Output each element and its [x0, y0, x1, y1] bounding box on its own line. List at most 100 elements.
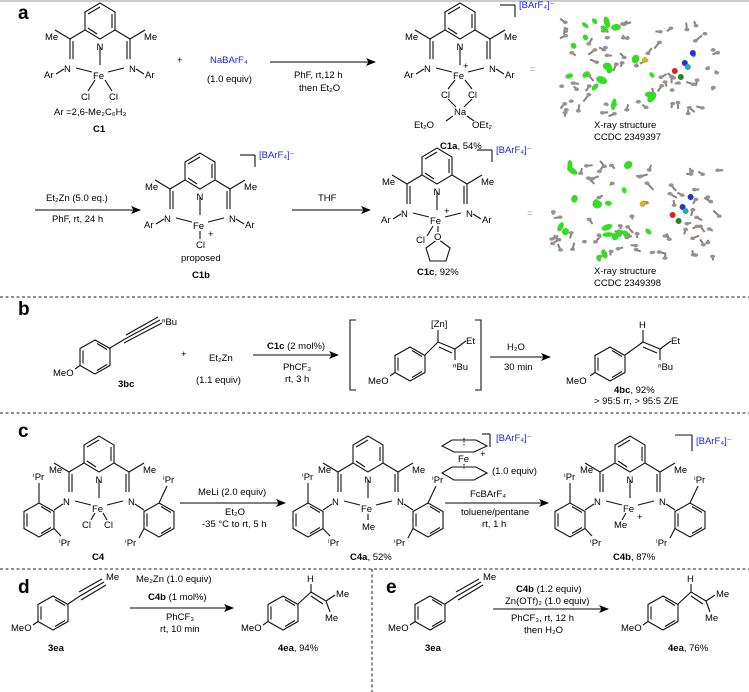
xray-carbon-atom — [557, 215, 563, 219]
svg-text:CCDC 2349397: CCDC 2349397 — [594, 132, 661, 143]
svg-text:N: N — [97, 42, 104, 53]
xray-carbon-atom — [690, 236, 696, 241]
svg-text:N: N — [332, 497, 339, 508]
reagent-et2zn: Et₂Zn — [209, 353, 233, 364]
svg-text:Me: Me — [318, 465, 331, 476]
xray-carbon-atom — [705, 195, 711, 199]
xray-fluorine-atom — [631, 54, 640, 64]
xray-fluorine-atom — [611, 232, 619, 241]
compound-label-c4a: C4a, 52% — [350, 552, 392, 563]
xray-fluorine-atom — [600, 25, 609, 32]
svg-text:MeO: MeO — [11, 623, 32, 634]
svg-text:ⁱPr: ⁱPr — [328, 538, 339, 549]
complex-c4: Me Me N N N Fe Cl Cl ⁱPr ⁱPr ⁱPr ⁱPr C4 — [23, 435, 175, 563]
svg-text:+: + — [444, 206, 450, 217]
svg-text:PhCF₃: PhCF₃ — [166, 612, 194, 623]
svg-text:N: N — [63, 497, 70, 508]
panel-a: a Me Me N N N Fe Cl Cl Ar Ar Ar =2,6-Me₂… — [18, 0, 724, 289]
product-4ea-e: H Me Me MeO 4ea, 76% — [621, 574, 729, 654]
svg-text:+: + — [463, 61, 469, 72]
xray-carbon-atom — [705, 66, 711, 71]
xray-fluorine-atom — [601, 249, 608, 259]
xray-carbon-atom — [694, 78, 700, 82]
xray-carbon-atom — [562, 20, 568, 25]
xray-carbon-atom — [690, 252, 696, 257]
xray-carbon-atom — [685, 111, 691, 116]
svg-text:N: N — [96, 475, 103, 486]
svg-text:30 min: 30 min — [504, 362, 533, 373]
xray-carbon-atom — [550, 210, 556, 214]
xray-fluorine-atom — [571, 194, 578, 203]
ar-definition: Ar =2,6-Me₂C₆H₃ — [54, 107, 126, 118]
svg-text:Ar: Ar — [505, 70, 515, 81]
xray-carbon-atom — [675, 81, 681, 85]
xray-fluorine-atom — [570, 42, 577, 49]
xray-carbon-atom — [563, 27, 569, 31]
selectivity: > 95:5 rr, > 95:5 Z/E — [594, 396, 679, 407]
xray-carbon-atom — [586, 42, 592, 46]
xray-carbon-atom — [644, 181, 650, 185]
xray-fluorine-atom — [602, 62, 612, 71]
xray-fluorine-atom — [604, 200, 612, 206]
svg-text:Me: Me — [45, 32, 58, 43]
xray-carbon-atom — [705, 240, 711, 245]
svg-text:PhF, rt,12 h: PhF, rt,12 h — [294, 70, 343, 81]
svg-text:[BArF₄]⁻: [BArF₄]⁻ — [696, 436, 732, 447]
xray-carbon-atom — [662, 80, 668, 84]
xray-nitrogen-atom — [689, 50, 696, 56]
xray-carbon-atom — [613, 62, 619, 66]
svg-text:ⁱPr: ⁱPr — [564, 472, 575, 483]
xray-carbon-atom — [692, 39, 698, 43]
xray-carbon-atom — [690, 82, 696, 87]
svg-text:N: N — [627, 475, 634, 486]
svg-text:Me: Me — [106, 572, 119, 583]
svg-text:Cl: Cl — [104, 520, 113, 531]
plus-sign: + — [177, 55, 183, 66]
xray-carbon-atom — [599, 111, 605, 115]
svg-text:Ar: Ar — [404, 70, 414, 81]
svg-text:PhCF₃, rt, 12 h: PhCF₃, rt, 12 h — [511, 613, 574, 624]
svg-text:MeO: MeO — [53, 368, 74, 379]
xray-carbon-atom — [708, 199, 714, 204]
complex-c1b: Me Me N N N Fe + Cl Ar Ar [BArF₄]⁻ propo… — [144, 150, 295, 281]
xray-carbon-atom — [689, 169, 695, 174]
xray-carbon-atom — [568, 231, 574, 235]
svg-text:ⁱPr: ⁱPr — [656, 538, 667, 549]
xray-fluorine-atom — [591, 83, 599, 91]
svg-text:ⁿBu: ⁿBu — [453, 362, 468, 373]
svg-text:+: + — [181, 349, 187, 360]
svg-text:OEt₂: OEt₂ — [472, 120, 492, 131]
xray-nitrogen-atom — [687, 194, 694, 200]
xray-iron-atom — [684, 64, 691, 70]
ferrocenium-reagent: Fe + [BArF₄]⁻ (1.0 equiv) — [440, 433, 537, 481]
panel-label-a: a — [18, 3, 29, 24]
svg-text:Cl: Cl — [81, 92, 90, 103]
svg-text:Me: Me — [362, 522, 375, 533]
product-4bc: H Et ⁿBu MeO 4bc, 92% > 95:5 rr, > 95:5 … — [566, 320, 680, 407]
xray-carbon-atom — [715, 168, 721, 173]
xray-fluorine-atom — [623, 161, 633, 170]
svg-text:ⁱPr: ⁱPr — [694, 475, 705, 486]
svg-text:ⁱPr: ⁱPr — [33, 472, 44, 483]
svg-text:Et₂O: Et₂O — [414, 120, 434, 131]
svg-text:Ar: Ar — [381, 215, 391, 226]
xray-carbon-atom — [688, 172, 694, 176]
xray-carbon-atom — [621, 55, 627, 60]
svg-text:=: = — [527, 208, 533, 219]
svg-text:ⁱPr: ⁱPr — [163, 475, 174, 486]
xray-fluorine-atom — [581, 22, 589, 29]
svg-text:Me: Me — [412, 465, 425, 476]
svg-text:Et₂Zn (5.0 eq.): Et₂Zn (5.0 eq.) — [46, 193, 108, 204]
xray-carbon-atom — [574, 87, 580, 91]
xray-fluorine-atom — [649, 72, 655, 78]
svg-text:H: H — [307, 574, 314, 585]
svg-text:rt, 1 h: rt, 1 h — [482, 519, 506, 530]
svg-text:N: N — [489, 64, 496, 75]
xray-iron-atom — [682, 208, 689, 214]
complex-c4a: Me Me N N N Fe Me ⁱPr ⁱPr ⁱPr ⁱPr C4a, 5… — [292, 435, 444, 563]
xray-carbon-atom — [659, 83, 665, 88]
xray-fluorine-atom — [596, 255, 602, 262]
xray-carbon-atom — [578, 171, 584, 176]
svg-text:Fe: Fe — [623, 504, 634, 515]
compound-label-4ea: 4ea, 94% — [278, 643, 319, 654]
